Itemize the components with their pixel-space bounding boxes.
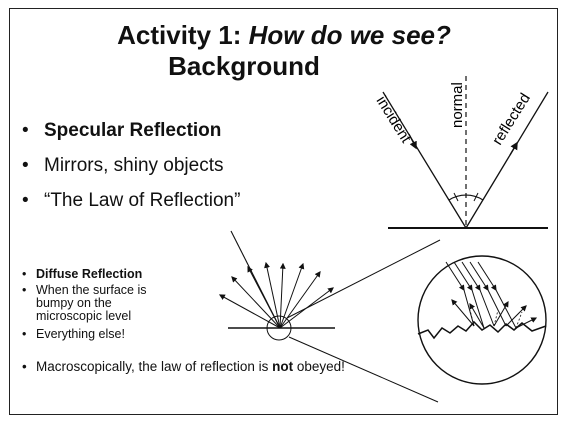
slide-subtitle: Background xyxy=(168,51,320,81)
macro-after: obeyed! xyxy=(293,359,345,374)
zoom-line-top xyxy=(286,239,441,319)
title-prefix: Activity 1: xyxy=(117,20,249,50)
bullet-mirrors: •Mirrors, shiny objects xyxy=(22,155,224,176)
specular-diagram: incident normal reflected xyxy=(373,76,549,229)
normal-label: normal xyxy=(449,82,466,128)
incident-arrow xyxy=(408,133,417,150)
zoom-small-circle xyxy=(266,315,292,341)
bullet-text: “The Law of Reflection” xyxy=(44,190,241,211)
zoom-local-normals xyxy=(469,309,523,329)
incident-ray xyxy=(382,91,467,229)
slide-title: Activity 1: How do we see? xyxy=(0,20,568,50)
reflected-label: reflected xyxy=(489,90,534,148)
bullet-specular: •Specular Reflection xyxy=(22,120,222,141)
angle-tick xyxy=(453,192,459,202)
zoom-reflected-rays xyxy=(451,299,538,329)
bullet-text: Everything else! xyxy=(36,327,125,341)
reflected-ray xyxy=(465,91,549,229)
bullet-text: Mirrors, shiny objects xyxy=(44,155,224,176)
slide-frame xyxy=(9,8,558,415)
title-italic: How do we see? xyxy=(248,20,451,50)
bullet-macroscopic: •Macroscopically, the law of reflection … xyxy=(22,359,345,374)
zoom-incident-rays xyxy=(445,261,517,329)
zoom-large-circle xyxy=(417,255,547,385)
diffuse-rays xyxy=(218,261,334,329)
diffuse-diagram xyxy=(218,230,547,403)
bullet-diffuse: •Diffuse Reflection xyxy=(22,267,143,281)
angle-tick xyxy=(473,192,479,202)
bullet-text: When the surface is bumpy on the microsc… xyxy=(36,283,147,323)
angle-arc xyxy=(448,194,484,201)
bullet-bumpy: •When the surface is bumpy on the micros… xyxy=(22,283,147,323)
reflected-arrow xyxy=(509,141,518,156)
bullet-everything: •Everything else! xyxy=(22,327,125,341)
zoom-line-bottom xyxy=(288,336,439,403)
bullet-law: •“The Law of Reflection” xyxy=(22,190,241,211)
bullet-text: Specular Reflection xyxy=(44,120,222,141)
macro-bold: not xyxy=(272,359,294,374)
macro-before: Macroscopically, the law of reflection i… xyxy=(36,359,273,374)
bullet-text: Diffuse Reflection xyxy=(36,267,143,281)
incident-label: incident xyxy=(373,93,415,147)
